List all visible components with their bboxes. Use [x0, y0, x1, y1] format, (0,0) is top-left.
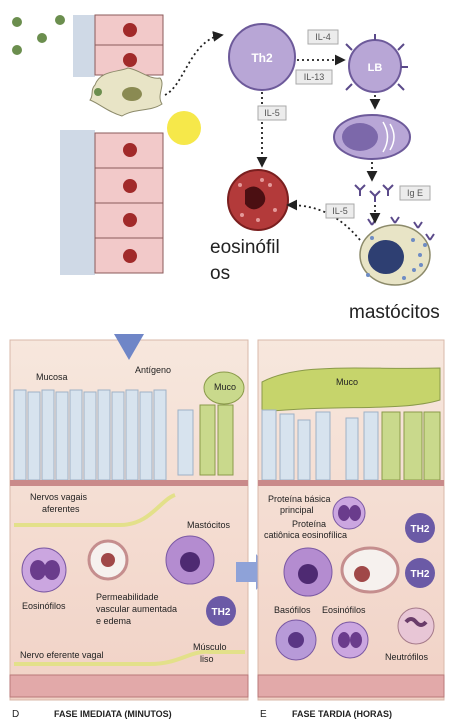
- label-mucosa: Mucosa: [36, 372, 68, 382]
- label-eosinofilos-left: Eosinófilos: [22, 601, 66, 611]
- th2-right-b-label: TH2: [411, 569, 430, 580]
- label-musculo-2: liso: [200, 654, 214, 664]
- label-musculo-1: Músculo: [193, 642, 227, 652]
- label-antigeno: Antígeno: [135, 365, 171, 375]
- eosinophil-cell: [227, 169, 289, 231]
- label-perm-3: e edema: [96, 616, 131, 626]
- label-perm-2: vascular aumentada: [96, 604, 177, 614]
- label-muco-left: Muco: [214, 382, 236, 392]
- smooth-muscle-right: [257, 674, 445, 698]
- basement-membrane: [10, 480, 248, 486]
- mucus-layer: [261, 367, 441, 413]
- pathway-arrows: [164, 31, 381, 241]
- left-panel-labels: Mucosa Antígeno Muco Nervos vagais afere…: [20, 365, 236, 664]
- il13-tag: IL-13: [304, 72, 325, 82]
- plasma-cell: [333, 114, 411, 160]
- caption-eosinofilos-2: os: [210, 263, 230, 284]
- panel-title-late: FASE TARDIA (HORAS): [292, 709, 392, 719]
- afferent-nerve: [14, 493, 176, 527]
- airway-epithelium: [13, 389, 167, 481]
- dendritic-cell: [89, 67, 163, 117]
- epithelium-upper: [73, 14, 164, 77]
- panel-letter-d: D: [12, 709, 19, 720]
- basophil-cell: [275, 619, 317, 661]
- panel-title-immediate: FASE IMEDIATA (MINUTOS): [54, 709, 172, 719]
- mast-cell-right: [283, 547, 333, 597]
- ige-antibodies: [354, 184, 394, 202]
- blood-vessel-left: [87, 539, 129, 581]
- antigen-particles: [12, 15, 65, 55]
- mast-cell: [359, 216, 435, 286]
- il5-tag-right: IL-5: [332, 206, 348, 216]
- smooth-muscle: [9, 674, 249, 698]
- eosinophil-right: [332, 496, 366, 530]
- il4-tag: IL-4: [315, 32, 331, 42]
- caption-eosinofilos-1: eosinófil: [210, 237, 280, 258]
- top-section: Th2 LB: [12, 14, 440, 323]
- label-nervo-eferente: Nervo eferente vagal: [20, 650, 104, 660]
- th2-cell-right-b: TH2: [405, 558, 435, 588]
- th2-cell-left: TH2: [206, 596, 236, 626]
- label-nervos-2: aferentes: [42, 504, 80, 514]
- th2-cell-right-a: TH2: [405, 513, 435, 543]
- th2-left-label: TH2: [212, 607, 231, 618]
- goblet-cells: [177, 371, 245, 476]
- lb-label: LB: [368, 62, 383, 74]
- lb-cell: LB: [345, 34, 408, 93]
- basement-membrane-right: [258, 480, 444, 486]
- ige-tag: Ig E: [407, 188, 423, 198]
- mast-cell-left: [165, 535, 215, 585]
- label-mastocitos: Mastócitos: [187, 520, 231, 530]
- label-neutrofilos: Neutrófilos: [385, 652, 429, 662]
- caption-mastocitos: mastócitos: [349, 302, 440, 323]
- label-proteina-3: Proteína: [292, 519, 326, 529]
- label-muco-right: Muco: [336, 377, 358, 387]
- th2-label: Th2: [251, 51, 273, 65]
- label-basofilos: Basófilos: [274, 605, 311, 615]
- panel-late-phase: TH2 TH2 Muco Proteína bá: [257, 339, 445, 720]
- il5-tag-left: IL-5: [264, 108, 280, 118]
- epithelium-lower: [60, 130, 164, 275]
- label-proteina-1: Proteína básica: [268, 494, 331, 504]
- panel-immediate-phase: TH2 Mucosa Antígeno Muco Nervos vagais a…: [9, 334, 249, 720]
- th2-cell: Th2: [228, 23, 296, 91]
- th2-right-a-label: TH2: [411, 524, 430, 535]
- blood-vessel-right: [340, 546, 400, 594]
- label-proteina-4: catiônica eosinofílica: [264, 530, 347, 540]
- label-perm-1: Permeabilidade: [96, 592, 159, 602]
- eosinophil-right-lower: [331, 621, 369, 659]
- eosinophil-left: [21, 547, 67, 593]
- cytokine-tags: IL-4 IL-13 IL-5 IL-5 Ig E: [257, 29, 431, 219]
- efferent-nerve: [14, 649, 245, 666]
- label-nervos-1: Nervos vagais: [30, 492, 88, 502]
- neutrophil-cell: [397, 607, 435, 645]
- goblet-cells-right: [381, 411, 441, 481]
- right-panel-labels: Muco Proteína básica principal Proteína …: [264, 377, 429, 662]
- panel-letter-e: E: [260, 709, 267, 720]
- incoming-arrow-icon: [114, 334, 144, 360]
- label-eosinofilos-right: Eosinófilos: [322, 605, 366, 615]
- label-proteina-2: principal: [280, 505, 314, 515]
- highlight-dot: [167, 111, 201, 145]
